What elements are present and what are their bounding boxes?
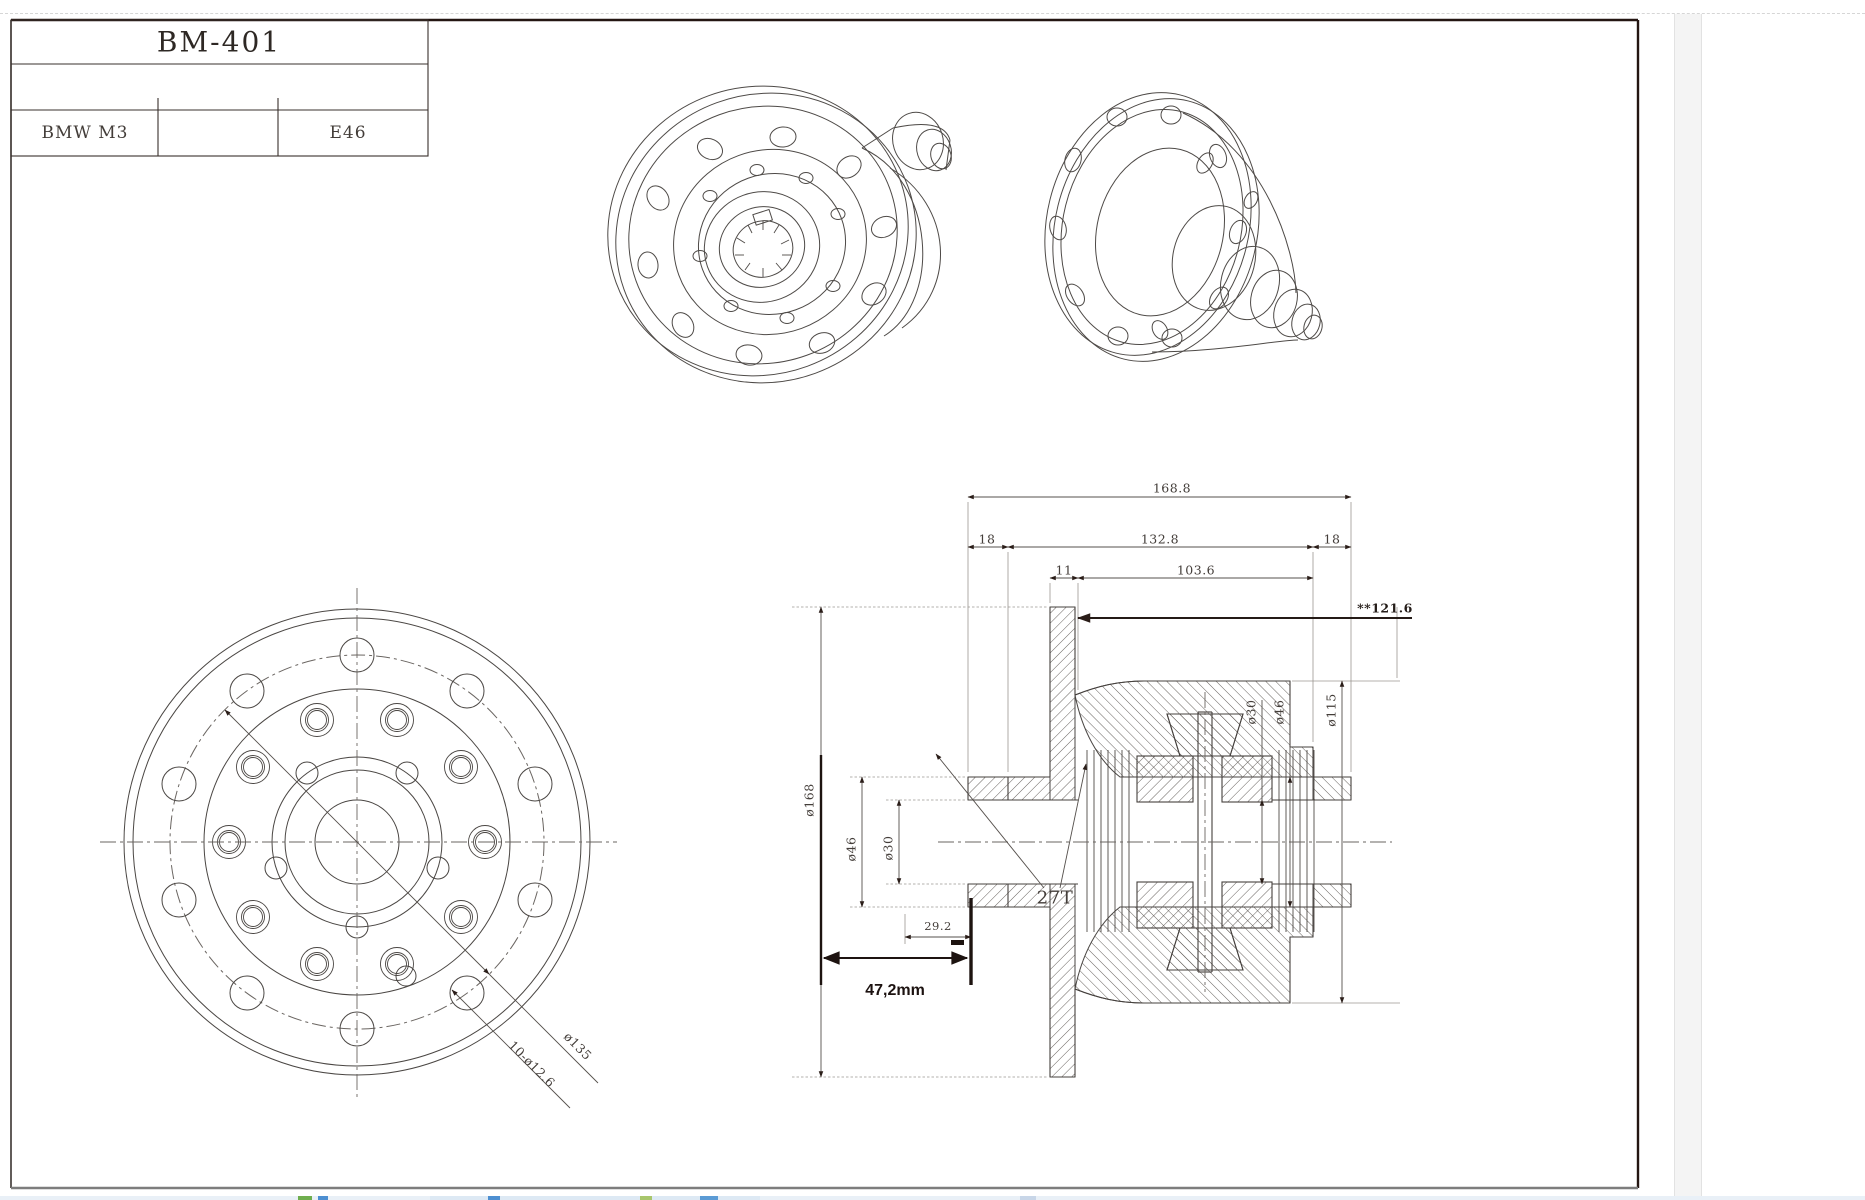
part-number: BM-401 <box>156 25 282 59</box>
dim-stack-width: 29.2 <box>924 919 952 933</box>
measurement-annotation <box>819 755 973 985</box>
section-view <box>792 494 1412 1078</box>
taskbar-icon-sliver <box>700 1196 718 1200</box>
taskbar-icon-sliver <box>488 1196 500 1200</box>
title-block-grid <box>10 19 429 157</box>
scrollbar-track[interactable] <box>1674 14 1702 1200</box>
dim-case-length: 103.6 <box>1176 562 1216 578</box>
section-centerlines <box>938 692 1392 992</box>
dim-case-od: ø115 <box>1323 693 1339 727</box>
dim-bore-left: ø30 <box>880 835 896 861</box>
chassis-cell: E46 <box>329 123 367 143</box>
dim-bore-right: ø30 <box>1243 699 1259 725</box>
front-dim-lines <box>224 709 599 1109</box>
gear-teeth-count: 27T <box>1036 887 1074 909</box>
taskbar-highlight-sliver <box>430 1196 760 1200</box>
front-view <box>100 588 617 1109</box>
dim-right-hub-width: 18 <box>1323 531 1341 547</box>
dimension-lines <box>818 494 1352 1078</box>
dim-ref-length: **121.6 <box>1357 600 1413 616</box>
taskbar-icon-sliver <box>640 1196 652 1200</box>
dim-total-length: 168.8 <box>1152 480 1192 496</box>
dim-left-hub-width: 18 <box>978 531 996 547</box>
dim-hub-od-left: ø46 <box>843 836 859 862</box>
section-outline <box>967 606 1352 1078</box>
taskbar-icon-sliver <box>318 1196 328 1200</box>
measured-length-label: 47,2mm <box>865 982 925 999</box>
dim-body-length: 132.8 <box>1140 531 1180 547</box>
window-edge-hairline <box>0 13 1865 14</box>
taskbar-icon-sliver <box>298 1196 312 1200</box>
taskbar-icon-sliver <box>1020 1196 1036 1200</box>
dim-flange-od: ø168 <box>801 783 817 817</box>
make-model-cell: BMW M3 <box>41 123 129 143</box>
isometric-view-rear <box>1044 92 1323 362</box>
isometric-view-front <box>607 85 952 384</box>
dim-hub-od-right: ø46 <box>1271 699 1287 725</box>
taskbar-edge <box>0 1196 1865 1200</box>
dim-flange-thickness: 11 <box>1055 562 1073 578</box>
